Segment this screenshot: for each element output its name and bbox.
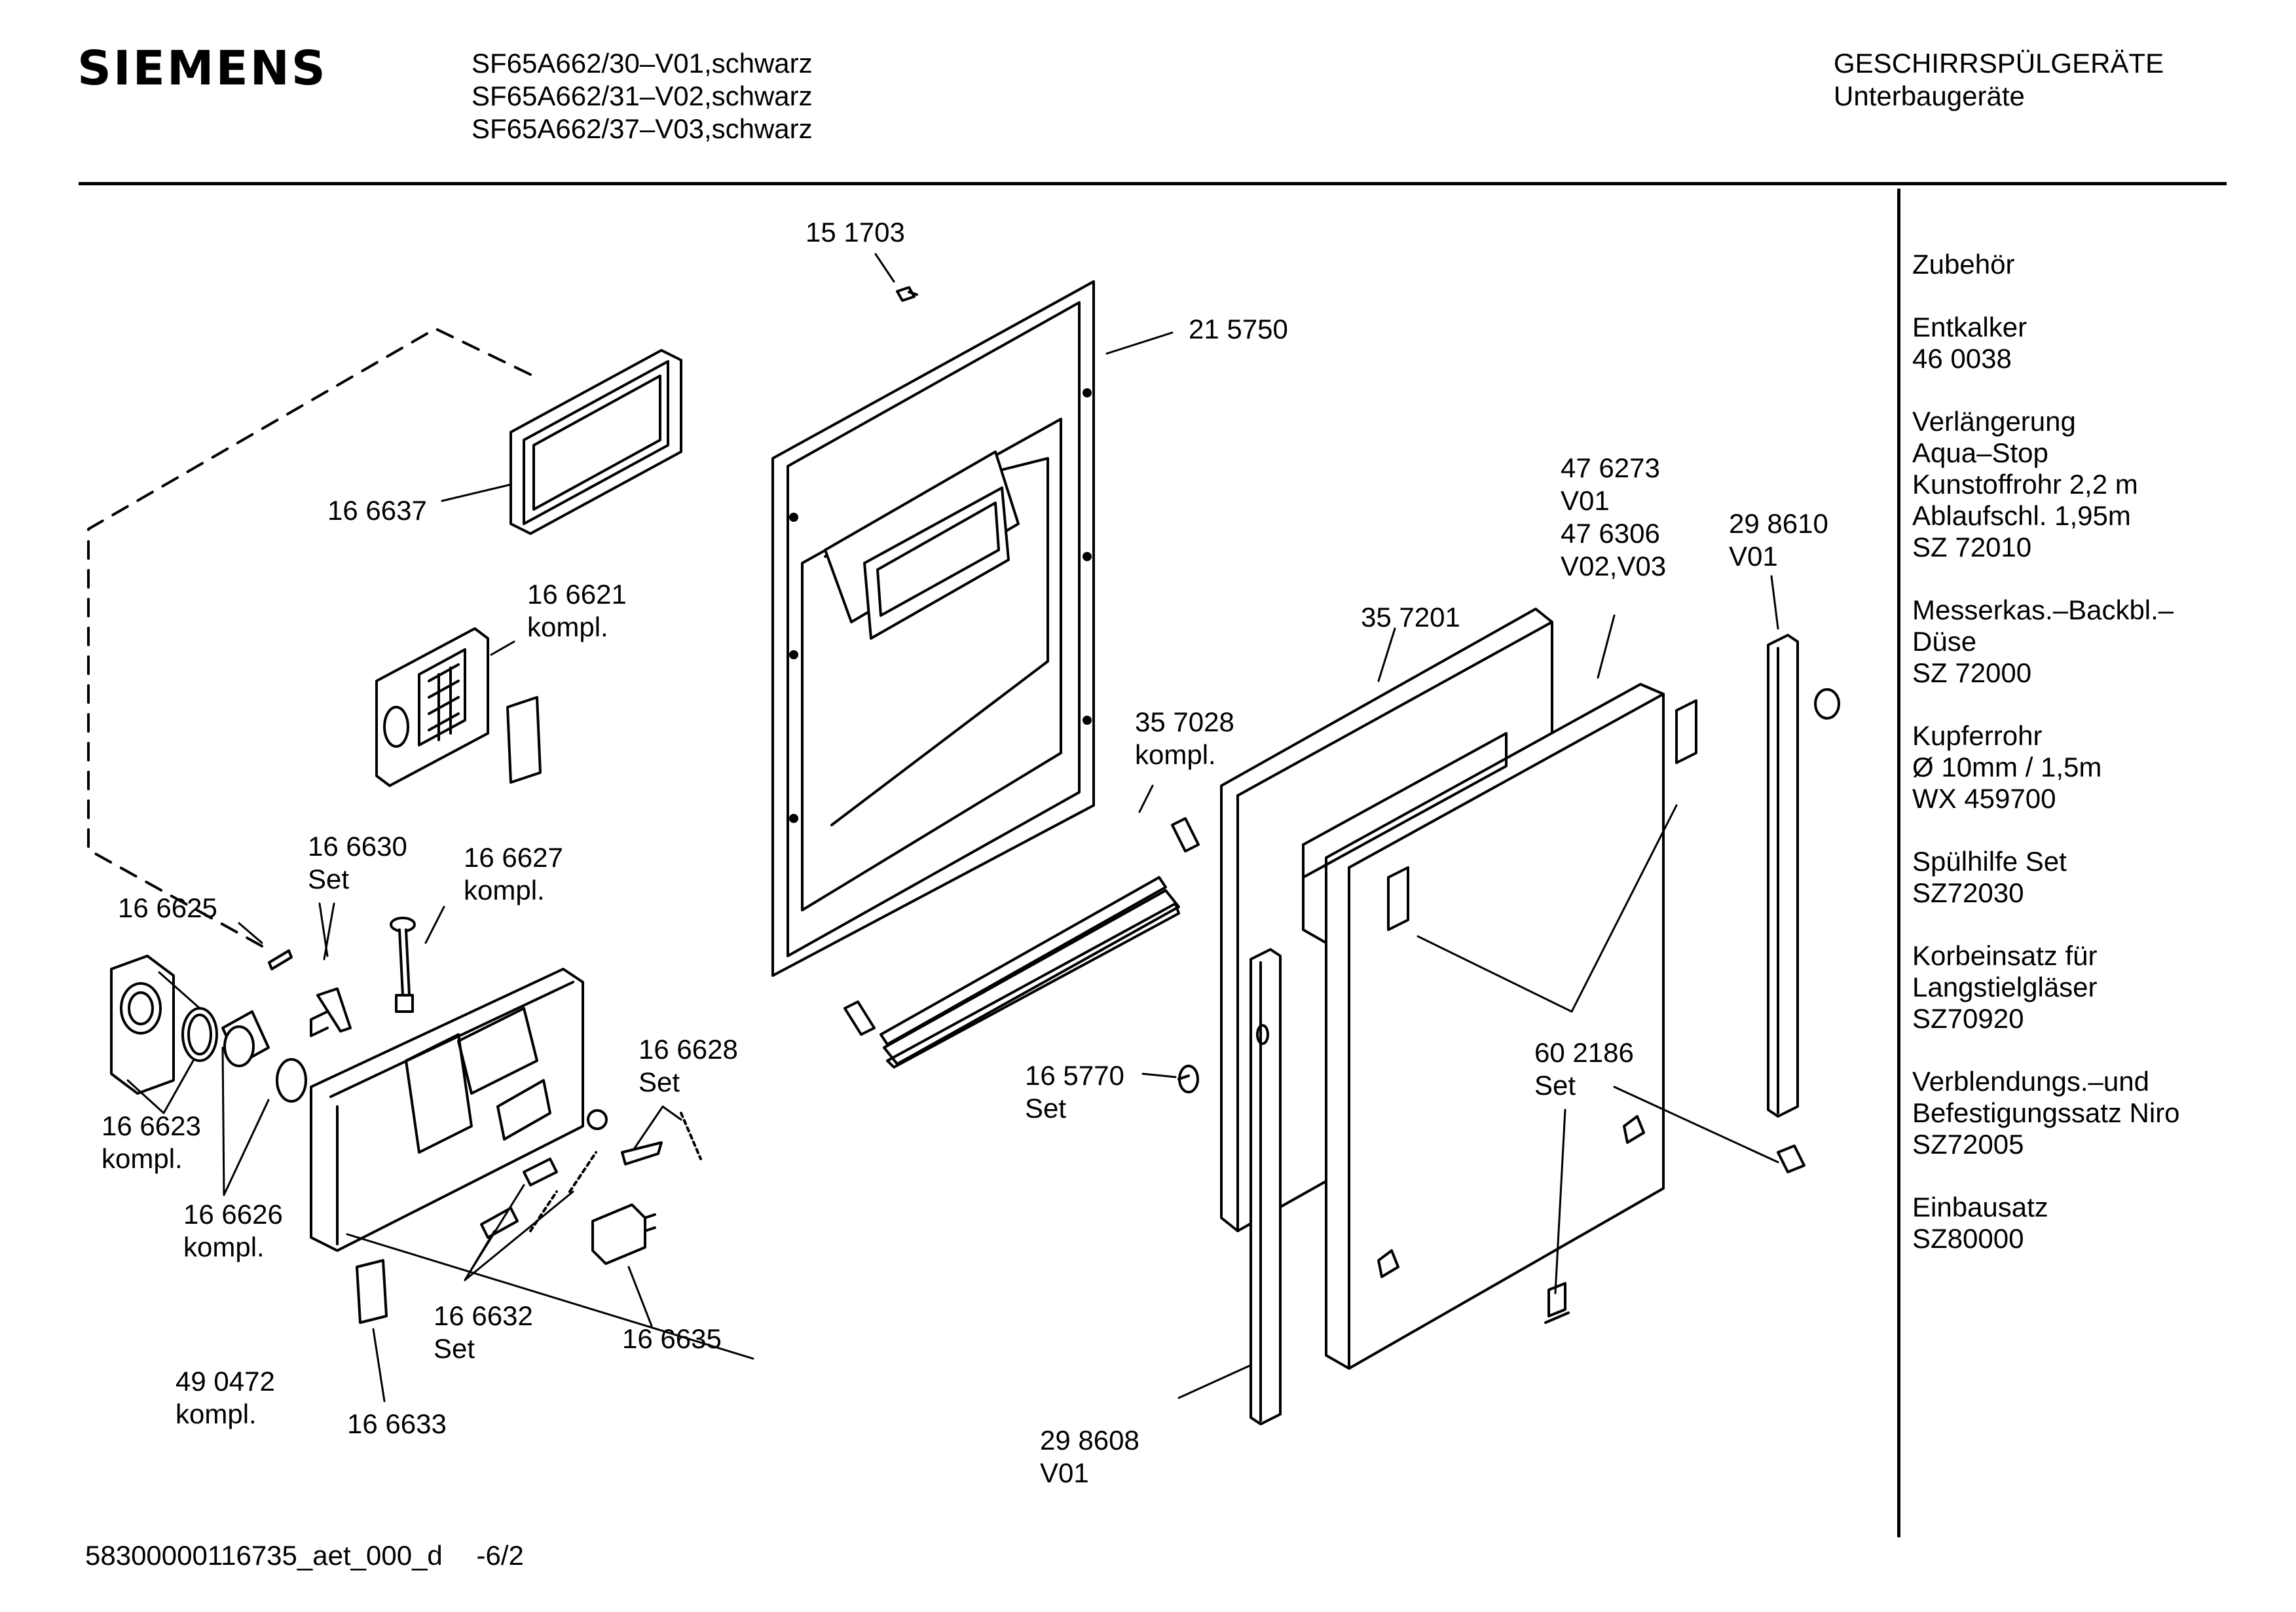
model-line-3: SF65A662/37–V03,schwarz xyxy=(472,113,813,144)
outer-door-476273 xyxy=(1302,683,1697,1370)
actuator-166635 xyxy=(591,1203,656,1265)
gasket-frame-166637 xyxy=(509,349,682,535)
header-rule xyxy=(79,182,2227,185)
document-id: 58300000116735_aet_000_d xyxy=(85,1540,443,1571)
dispenser-dashed-outline xyxy=(87,327,532,947)
part-label-357201: 35 7201 xyxy=(1361,602,1460,632)
accessory-item: Messerkas.–Backbl.–Düse SZ 72000 xyxy=(1912,595,2174,688)
rail-357028 xyxy=(843,817,1200,1069)
category-title: GESCHIRRSPÜLGERÄTE xyxy=(1834,48,2164,79)
part-label-215750: 21 5750 xyxy=(1189,314,1288,344)
side-strip-298610 xyxy=(1767,634,1840,1118)
footer: 58300000116735_aet_000_d -6/2 xyxy=(85,1540,524,1571)
inner-door-panel-215750 xyxy=(771,280,1095,977)
knob-165770 xyxy=(1177,1065,1199,1093)
dispenser-body-490472 xyxy=(310,968,584,1252)
model-line-2: SF65A662/31–V02,schwarz xyxy=(472,81,813,111)
screw-151703 xyxy=(896,286,918,302)
model-line-1: SF65A662/30–V01,schwarz xyxy=(472,48,813,79)
part-label-151703: 15 1703 xyxy=(805,217,905,247)
sidebar-divider xyxy=(1897,189,1900,1537)
spring-166630 xyxy=(268,949,352,1037)
part-label-166625: 16 6625 xyxy=(118,892,217,923)
accessories-heading: Zubehör xyxy=(1912,249,2015,280)
cover-166625 xyxy=(110,955,175,1095)
part-label-166633: 16 6633 xyxy=(347,1408,447,1439)
springs-166632 xyxy=(480,1151,597,1239)
nozzle-166626 xyxy=(221,1010,307,1103)
hinge-602186 xyxy=(1544,1145,1805,1324)
brand-logo: SIEMENS xyxy=(77,41,327,96)
part-label-166637: 16 6637 xyxy=(327,495,427,526)
lever-166628 xyxy=(587,1109,702,1165)
part-label-166635: 16 6635 xyxy=(622,1323,722,1354)
category-subtitle: Unterbaugeräte xyxy=(1834,81,2025,111)
leader-lines xyxy=(126,253,1779,1402)
page-number: -6/2 xyxy=(476,1540,524,1571)
pin-166627 xyxy=(390,917,416,1013)
grille-166621 xyxy=(375,627,542,787)
clip-166633 xyxy=(356,1259,388,1324)
side-strip-298608 xyxy=(1250,948,1282,1425)
